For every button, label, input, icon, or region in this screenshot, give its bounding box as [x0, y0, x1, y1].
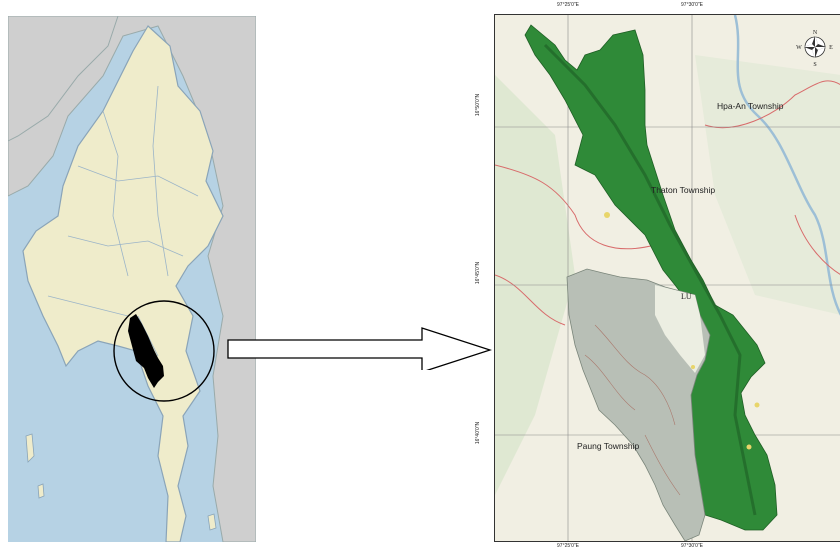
detail-map-svg: N S E W	[495, 15, 840, 541]
compass-rose-icon: N S E W	[796, 30, 833, 68]
label-thaton-township: Thaton Township	[651, 185, 716, 195]
inner-clearing	[655, 285, 705, 373]
top-tick-2: 97°30'0"E	[681, 2, 703, 8]
pointer-arrow	[227, 327, 492, 370]
left-tick-3: 16°40'0"N	[475, 421, 482, 445]
country-shape	[22, 25, 224, 542]
top-tick-1: 97°25'0"E	[557, 2, 579, 8]
label-lu: LU	[681, 292, 692, 301]
bottom-tick-2: 97°30'0"E	[681, 543, 703, 549]
neighbor-land-west	[8, 16, 119, 142]
left-tick-2: 16°45'0"N	[475, 261, 482, 285]
bottom-tick-1: 97°25'0"E	[557, 543, 579, 549]
contour-lines	[584, 324, 681, 496]
location-map	[8, 16, 256, 542]
compass-s: S	[813, 62, 816, 68]
highlight-circle	[113, 300, 215, 402]
state-borders	[47, 85, 199, 357]
left-tick-1: 16°50'0"N	[475, 93, 482, 117]
yellow-patches	[604, 212, 760, 450]
label-paung-township: Paung Township	[577, 441, 640, 451]
compass-w: W	[796, 45, 802, 51]
detail-map: N S E W Hpa-An Township Thaton Township …	[494, 14, 840, 542]
label-hpa-an-township: Hpa-An Township	[717, 101, 784, 111]
compass-e: E	[829, 45, 833, 51]
forest-ridge	[543, 43, 757, 516]
compass-n: N	[813, 30, 818, 36]
study-area	[128, 314, 164, 388]
background-green-tint-2	[695, 55, 840, 315]
location-map-svg	[8, 16, 256, 542]
forest-area	[524, 24, 778, 531]
river	[733, 15, 840, 316]
islands	[25, 433, 217, 531]
